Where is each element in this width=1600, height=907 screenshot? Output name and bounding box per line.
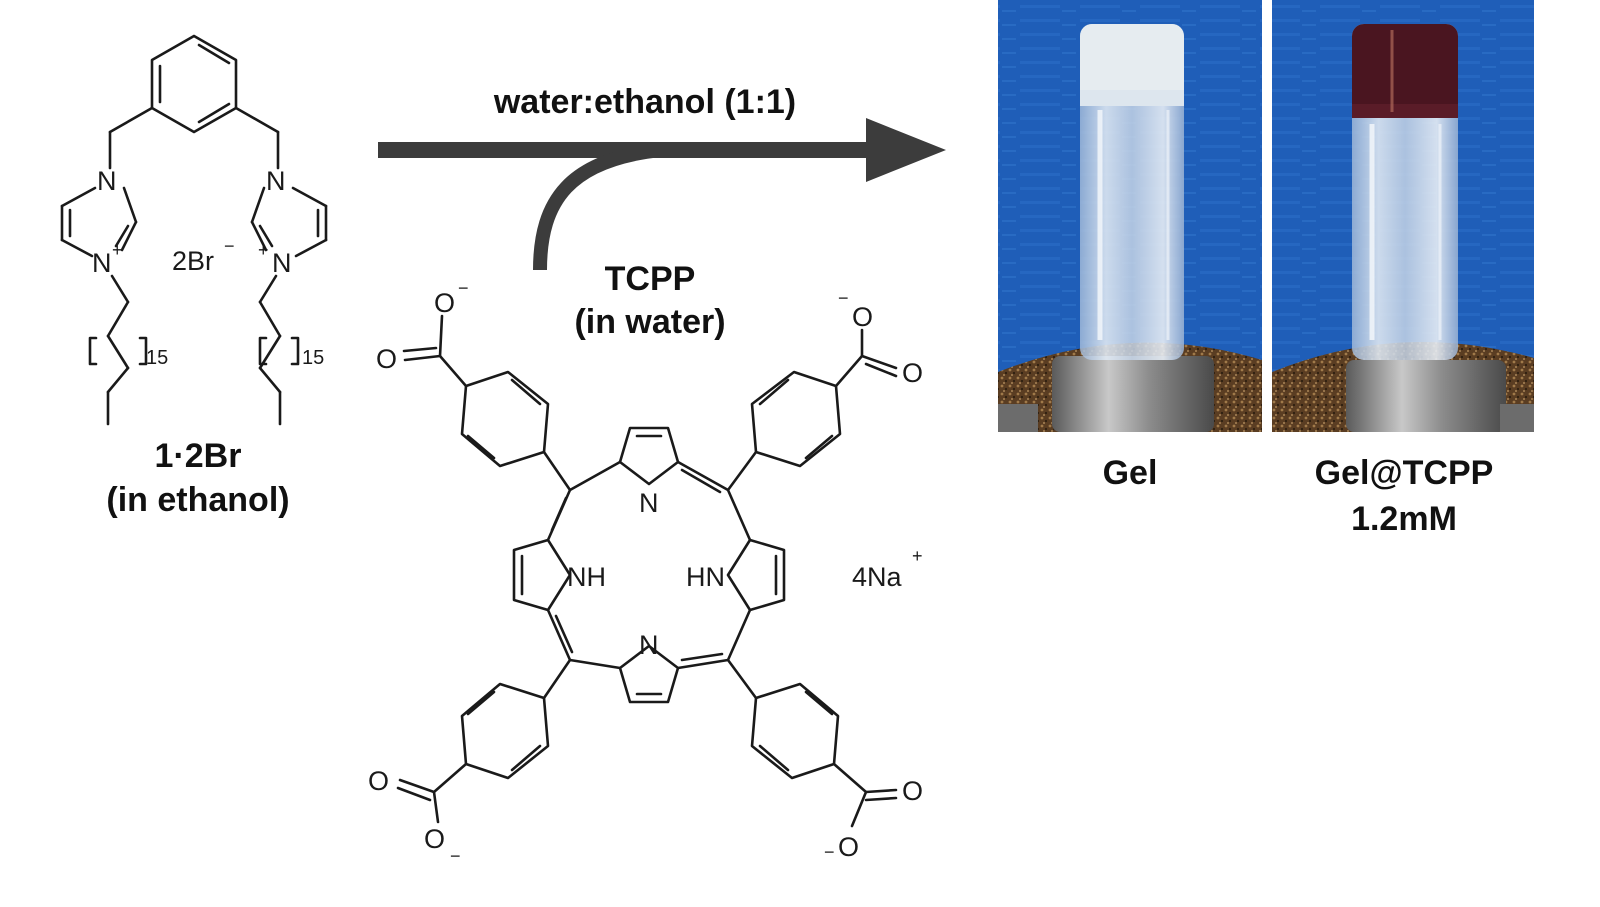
reagent-name: TCPP bbox=[605, 260, 696, 298]
imidazolium-n-left: N bbox=[92, 248, 112, 278]
imidazole-n-right: N bbox=[266, 166, 286, 196]
bromide-counterion: 2Br bbox=[172, 246, 214, 276]
repeat-subscript-right: 15 bbox=[302, 347, 324, 369]
carboxylate-o-minus-ur: O bbox=[852, 302, 873, 332]
cation-charge-left: + bbox=[112, 240, 123, 260]
porphyrin-n-top: N bbox=[639, 488, 659, 518]
caption-gel-tcpp-concentration: 1.2mM bbox=[1351, 500, 1457, 538]
caption-gel-tcpp: Gel@TCPP bbox=[1315, 454, 1494, 492]
reaction-condition: water:ethanol (1:1) bbox=[493, 83, 796, 121]
carbonyl-o-ul: O bbox=[376, 344, 397, 374]
porphyrin-nh-left: NH bbox=[567, 562, 606, 592]
sodium-counterion: 4Na bbox=[852, 562, 903, 592]
imidazole-n-left: N bbox=[97, 166, 117, 196]
porphyrin-n-bottom: N bbox=[639, 630, 659, 660]
carboxylate-charge-ur: − bbox=[838, 288, 849, 308]
carboxylate-charge-ll: − bbox=[450, 846, 461, 866]
imidazolium-n-right: N bbox=[272, 248, 292, 278]
compound-1-solvent: (in ethanol) bbox=[106, 481, 289, 519]
compound-1-name: 1·2Br bbox=[155, 437, 242, 475]
porphyrin-hn-right: HN bbox=[686, 562, 725, 592]
carboxylate-o-minus-lr: O bbox=[838, 832, 859, 862]
caption-gel: Gel bbox=[1103, 454, 1158, 492]
reagent-solvent: (in water) bbox=[574, 303, 725, 341]
repeat-subscript-left: 15 bbox=[146, 347, 168, 369]
photo-gel bbox=[998, 0, 1262, 432]
carboxylate-charge-ul: − bbox=[458, 278, 469, 298]
tcpp-structure bbox=[396, 314, 898, 828]
carbonyl-o-ur: O bbox=[902, 358, 923, 388]
carboxylate-charge-lr: − bbox=[824, 842, 835, 862]
carboxylate-o-minus-ll: O bbox=[424, 824, 445, 854]
compound-1-structure bbox=[60, 34, 328, 426]
sodium-charge: + bbox=[912, 546, 923, 566]
carbonyl-o-ll: O bbox=[368, 766, 389, 796]
carboxylate-o-minus-ul: O bbox=[434, 288, 455, 318]
reaction-arrow bbox=[378, 118, 946, 271]
cation-charge-right: + bbox=[258, 240, 269, 260]
photo-gel-tcpp bbox=[1272, 0, 1534, 432]
bromide-charge: − bbox=[224, 236, 235, 256]
carbonyl-o-lr: O bbox=[902, 776, 923, 806]
